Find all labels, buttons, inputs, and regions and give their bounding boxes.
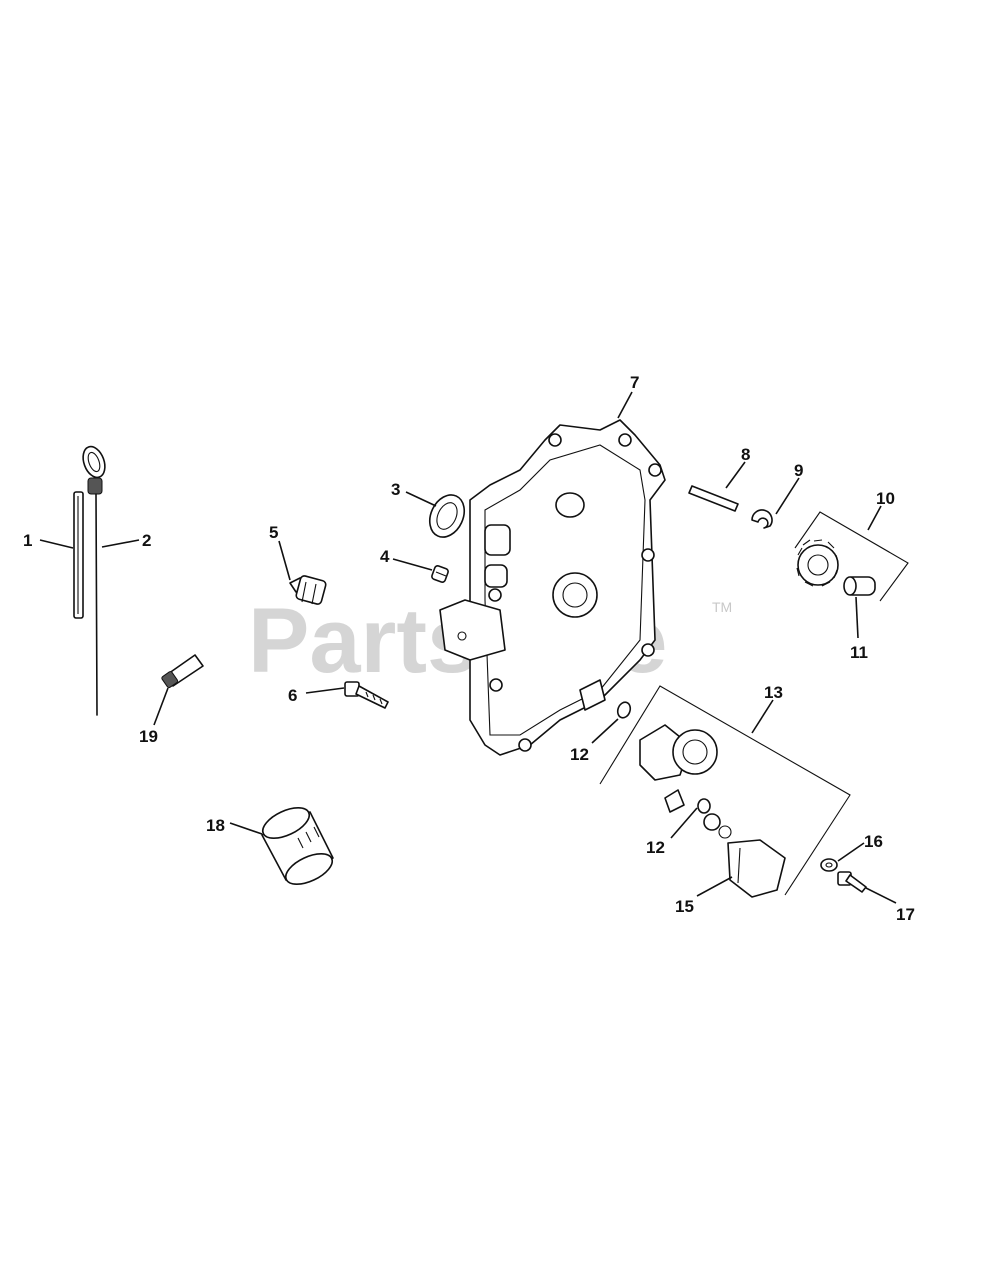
- watermark-tm: TM: [712, 599, 732, 615]
- part-8-pin[interactable]: [688, 485, 739, 512]
- part-2-dipstick[interactable]: [79, 444, 109, 716]
- part-11-shaft[interactable]: [843, 576, 876, 596]
- part-13-oil-pump-assembly[interactable]: [599, 685, 851, 896]
- part-5-pressure-switch[interactable]: [289, 575, 327, 605]
- part-9-clip[interactable]: [751, 509, 773, 529]
- callout-1[interactable]: 1: [23, 531, 32, 550]
- callout-18[interactable]: 18: [206, 816, 225, 835]
- part-10-gear-assembly[interactable]: [794, 511, 909, 602]
- part-12-o-ring-upper[interactable]: [616, 700, 633, 719]
- callout-6[interactable]: 6: [288, 686, 297, 705]
- callout-8[interactable]: 8: [741, 445, 750, 464]
- callout-19[interactable]: 19: [139, 727, 158, 746]
- part-18-oil-filter[interactable]: [258, 802, 336, 891]
- part-7-closure-plate[interactable]: [439, 419, 666, 756]
- callout-9[interactable]: 9: [794, 461, 803, 480]
- part-6-bolt[interactable]: [344, 681, 389, 709]
- callout-7[interactable]: 7: [630, 373, 639, 392]
- part-15-pump-body[interactable]: [727, 839, 786, 898]
- part-1-dipstick-tube[interactable]: [73, 491, 84, 619]
- callout-17[interactable]: 17: [896, 905, 915, 924]
- callout-12-upper[interactable]: 12: [570, 745, 589, 764]
- callout-15[interactable]: 15: [675, 897, 694, 916]
- leader-lines: [39, 391, 897, 904]
- callout-4[interactable]: 4: [380, 547, 390, 566]
- callout-16[interactable]: 16: [864, 832, 883, 851]
- callout-11[interactable]: 11: [850, 643, 868, 662]
- callout-12-lower[interactable]: 12: [646, 838, 665, 857]
- callout-13[interactable]: 13: [764, 683, 783, 702]
- callout-10[interactable]: 10: [876, 489, 895, 508]
- part-17-screw[interactable]: [837, 871, 867, 893]
- part-16-washer[interactable]: [820, 858, 838, 872]
- callout-labels: 1 2 3 4 5 6 7 8 9 10 11 12 12 13 15 16 1…: [23, 373, 915, 924]
- callout-2[interactable]: 2: [142, 531, 151, 550]
- callout-3[interactable]: 3: [391, 480, 400, 499]
- part-3-oil-seal[interactable]: [423, 489, 471, 542]
- part-4-plug[interactable]: [431, 565, 449, 583]
- part-19-fitting[interactable]: [161, 654, 204, 689]
- callout-5[interactable]: 5: [269, 523, 278, 542]
- part-12-o-ring-lower[interactable]: [697, 798, 732, 839]
